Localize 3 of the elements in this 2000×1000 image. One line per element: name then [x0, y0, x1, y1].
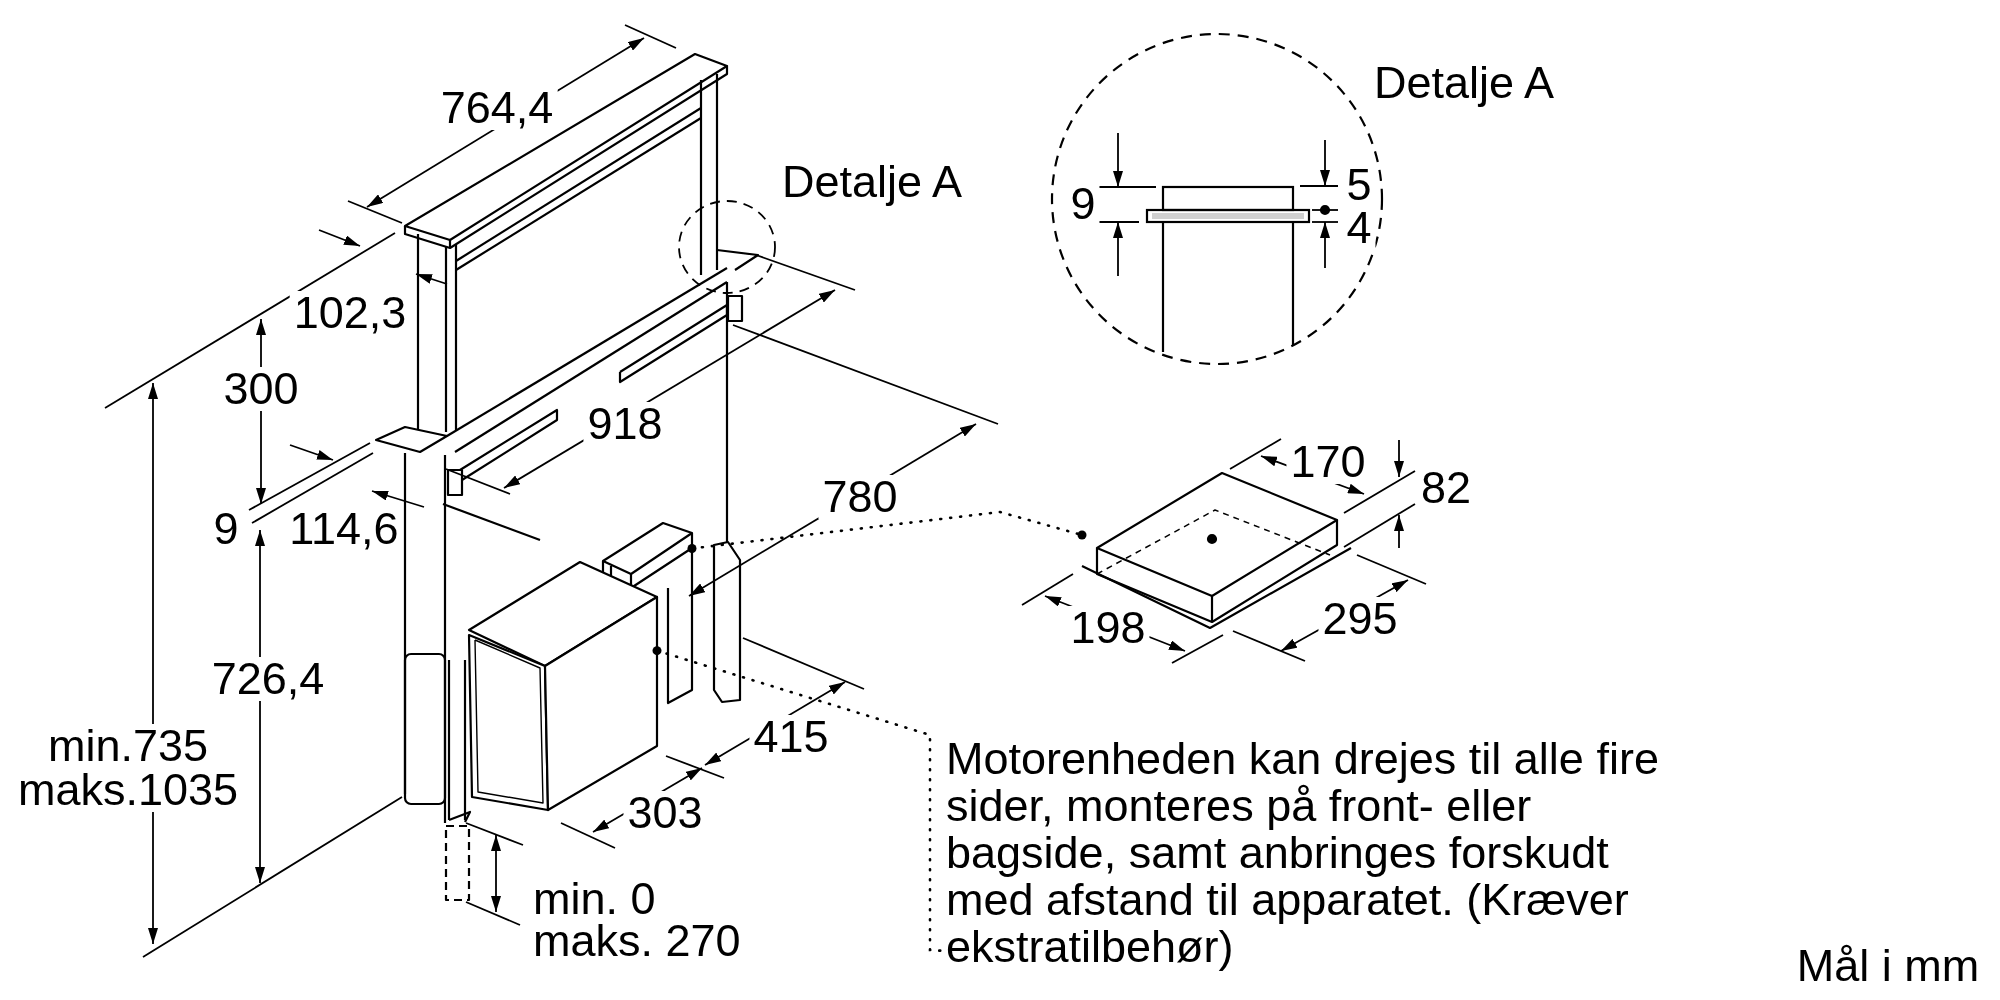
leader-line	[687, 510, 1087, 553]
note-text: Motorenheden kan drejes til alle fire sider, monteres på front- eller bagside, samt anbringes forskudt med afstand til apparatet. (Kræver ekstratilbehør)	[946, 735, 1686, 970]
outlet-box-drawing	[601, 521, 694, 705]
